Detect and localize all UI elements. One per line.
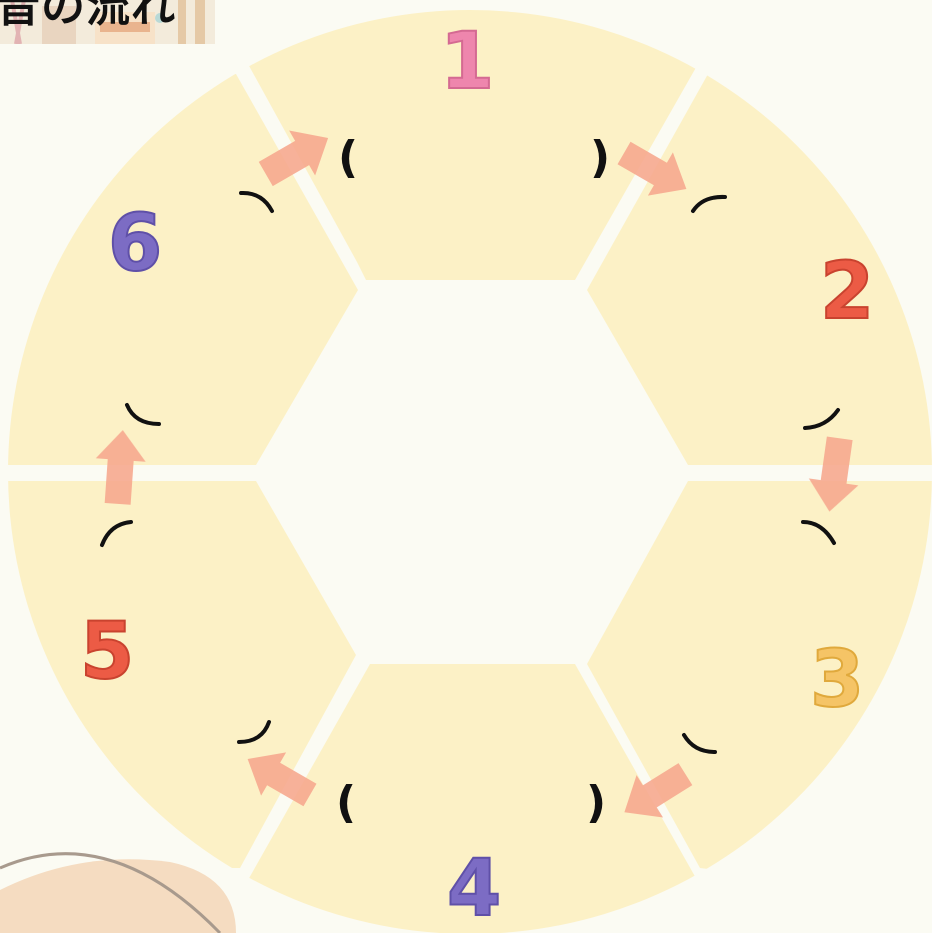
- step-number-6: 6: [108, 199, 162, 289]
- step-number-2: 2: [820, 247, 874, 337]
- open-paren: (: [338, 132, 358, 183]
- open-paren: (: [336, 777, 356, 828]
- close-paren: ): [590, 132, 610, 183]
- step-number-1: 1: [440, 17, 494, 107]
- step-number-3: 3: [810, 635, 864, 725]
- step-number-4: 4: [447, 844, 501, 933]
- close-paren: ): [586, 777, 606, 828]
- decorative-blob: [0, 840, 240, 933]
- step-number-5: 5: [80, 607, 134, 697]
